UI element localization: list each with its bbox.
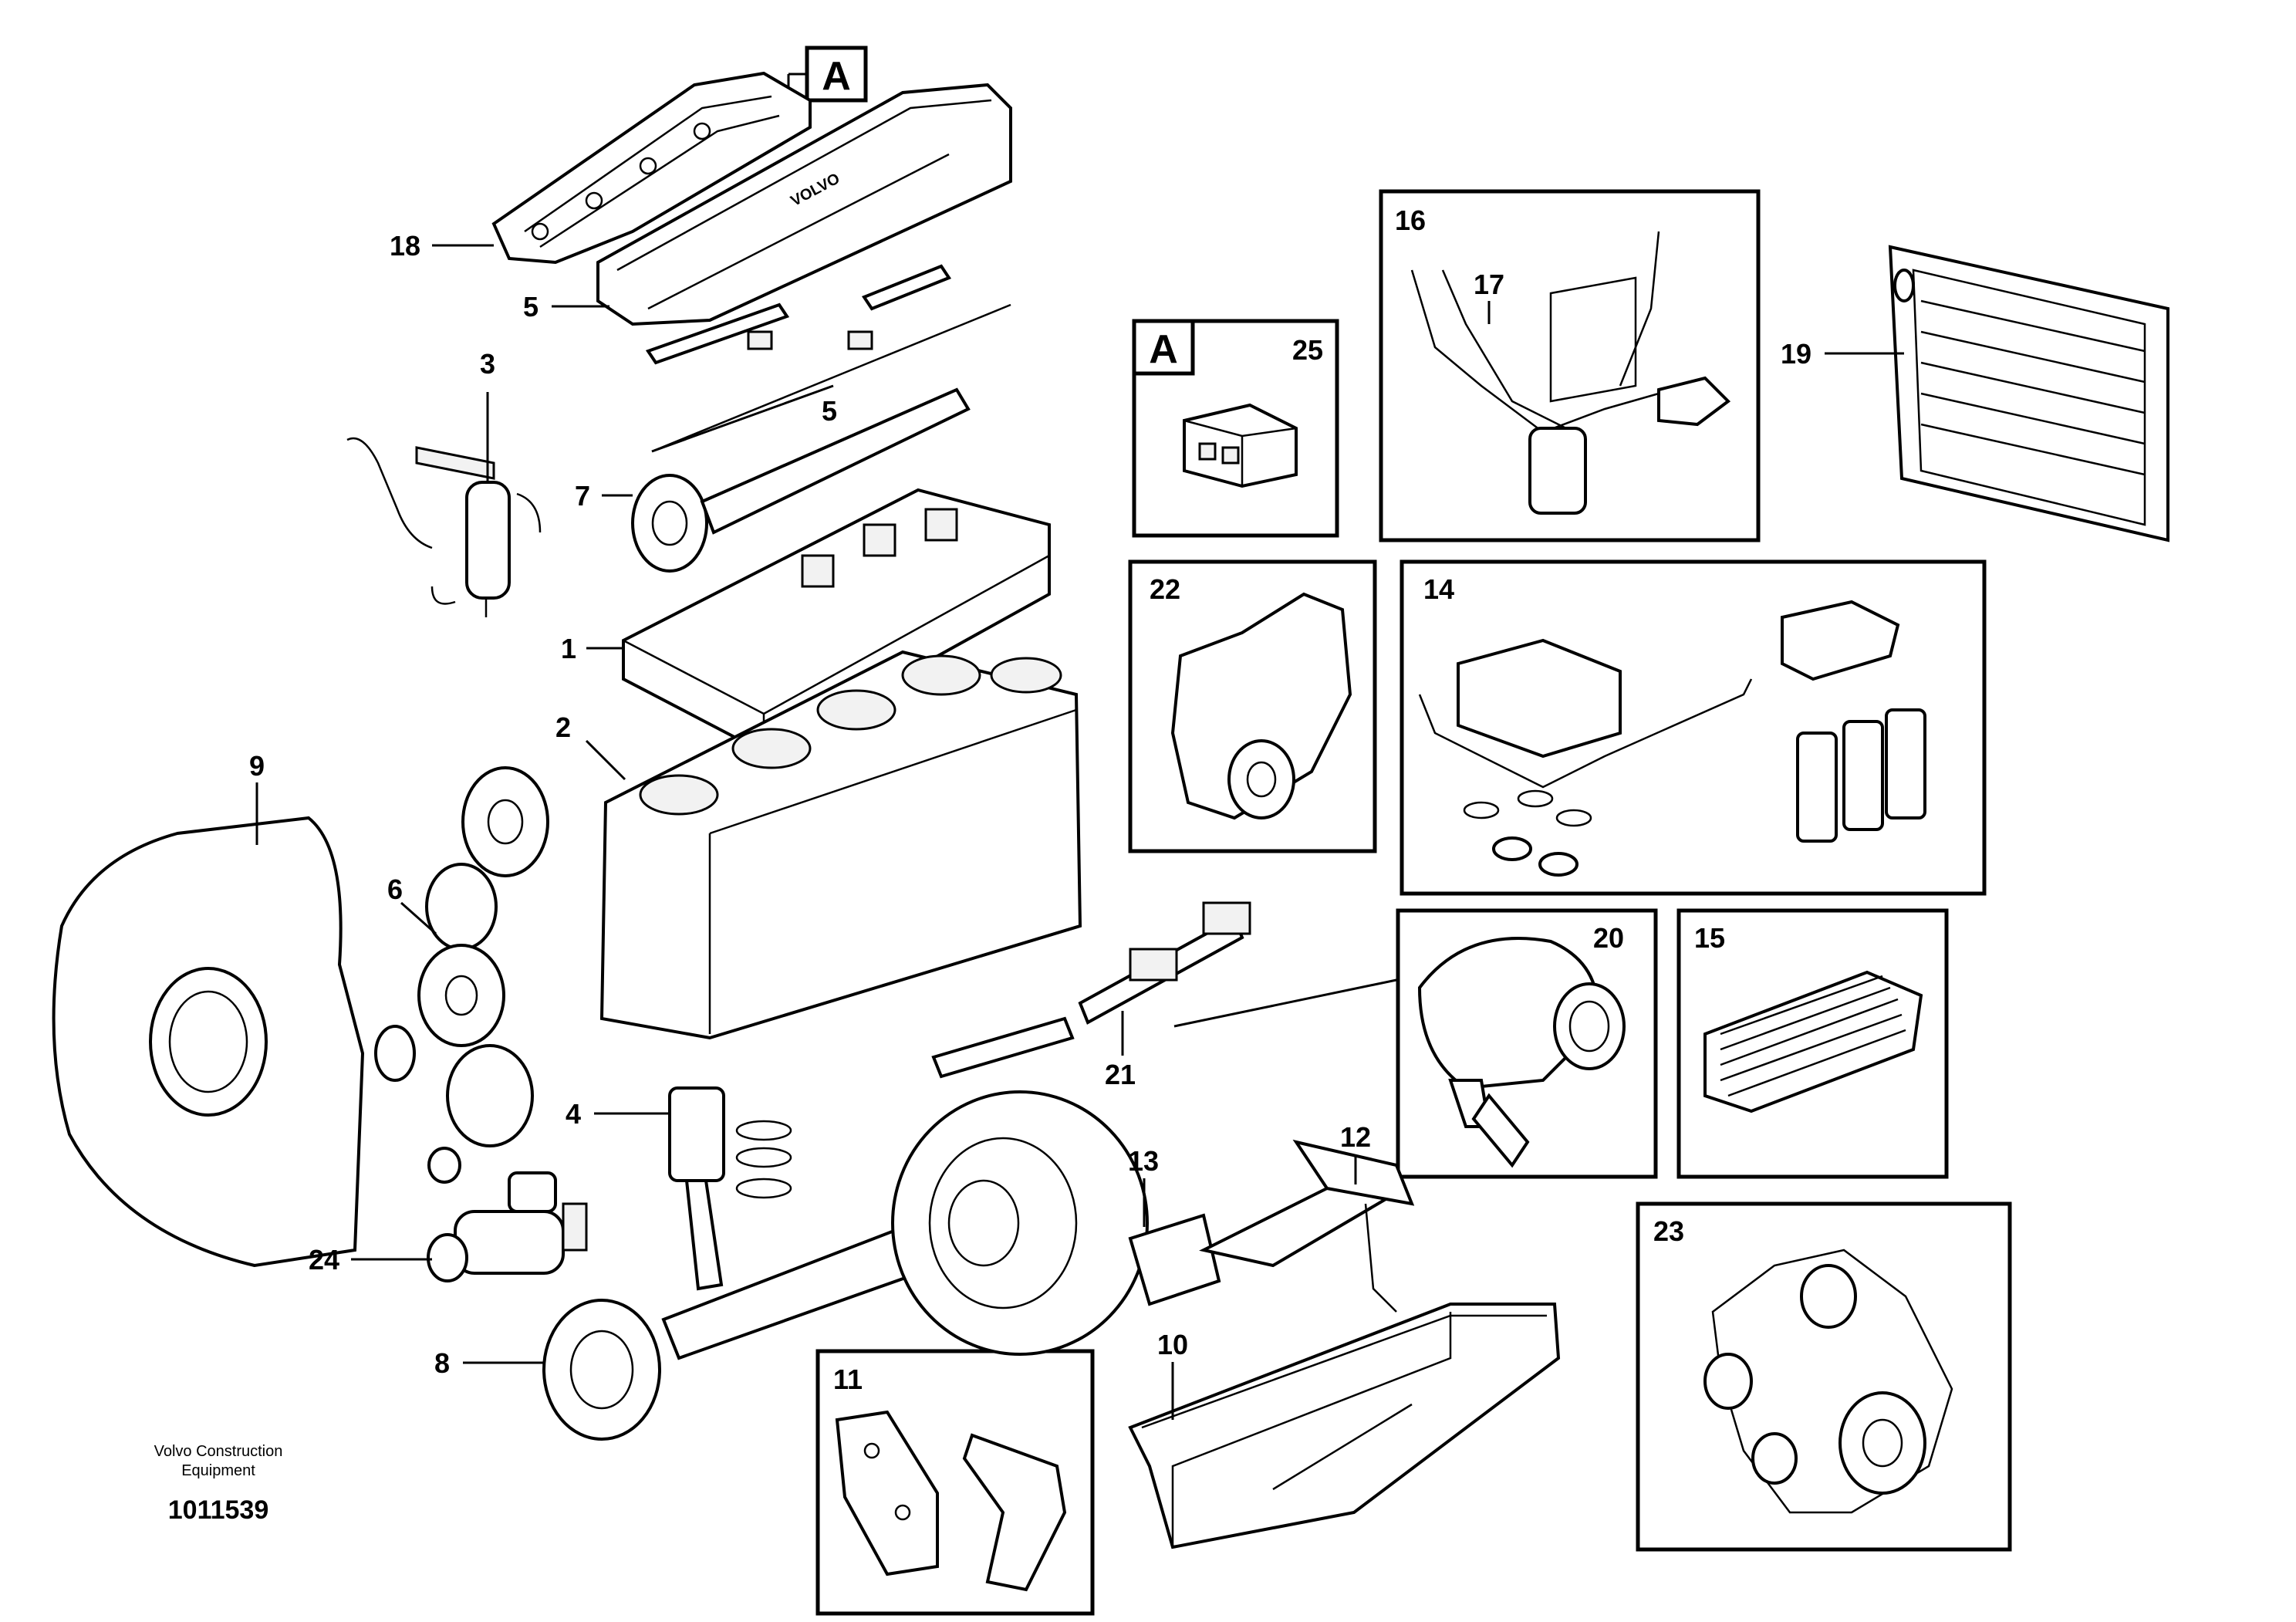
- inset-frame-20: [1396, 908, 1658, 1179]
- timing-gears-drawing: [374, 766, 549, 1184]
- label-4: 4: [566, 1098, 581, 1130]
- label-15: 15: [1694, 922, 1725, 954]
- reference-marker-top: A: [805, 46, 868, 103]
- label-20: 20: [1593, 922, 1624, 954]
- label-7: 7: [575, 480, 590, 512]
- svg-text:A: A: [822, 54, 851, 99]
- inset-frame-22: [1128, 559, 1377, 853]
- flywheel-drawing: [891, 1090, 1149, 1356]
- coolant-pump-drawing: [1170, 592, 1352, 820]
- inlet-manifold-drawing: [491, 71, 812, 265]
- oil-pump-drawing: [1128, 1139, 1415, 1313]
- flywheel-housing-drawing: [52, 816, 365, 1268]
- control-unit-drawing: [1183, 403, 1298, 488]
- starter-motor-drawing: [427, 1171, 588, 1282]
- inset-frame-14: [1400, 559, 1987, 896]
- label-24: 24: [309, 1244, 339, 1276]
- inset-frame-11: [815, 1349, 1095, 1616]
- label-16: 16: [1395, 204, 1426, 236]
- cylinder-block-drawing: [599, 650, 1082, 1040]
- valve-cover-drawing: VOLVO: [596, 83, 1012, 326]
- inset-frame-23: [1636, 1201, 2012, 1552]
- crankcase-ventilation-drawing: [346, 437, 542, 617]
- radiator-drawing: [1888, 245, 2169, 542]
- label-10: 10: [1157, 1329, 1188, 1360]
- belt-drive-drawing: [1703, 1249, 1953, 1514]
- engine-bracket-drawing: [835, 1410, 1067, 1592]
- label-2: 2: [555, 711, 571, 743]
- label-3: 3: [480, 348, 495, 380]
- caption-line-1: Volvo Construction: [154, 1443, 283, 1460]
- inset-frame-25: [1132, 319, 1339, 538]
- label-14: 14: [1423, 573, 1454, 605]
- label-17: 17: [1474, 269, 1504, 300]
- label-18: 18: [390, 230, 420, 262]
- label-5-cover: 5: [523, 291, 539, 323]
- publisher-caption: Volvo Construction Equipment 1011539: [154, 1443, 283, 1525]
- svg-text:A: A: [1149, 327, 1178, 372]
- label-5-rockers: 5: [822, 395, 837, 427]
- oil-cooler-drawing: [1703, 970, 1923, 1113]
- camshaft-drawing: [631, 387, 971, 573]
- cylinder-head-drawing: [622, 488, 1051, 755]
- label-12: 12: [1340, 1121, 1371, 1153]
- label-13: 13: [1128, 1145, 1159, 1177]
- inset-frame-15: [1676, 908, 1949, 1179]
- oil-sump-drawing: [1128, 1303, 1561, 1549]
- oil-filter-housing-drawing: [1418, 600, 1926, 877]
- fuel-system-drawing: [1410, 231, 1731, 515]
- label-9: 9: [249, 750, 265, 782]
- label-6: 6: [387, 874, 403, 905]
- rocker-arms-drawing: [645, 264, 1011, 453]
- exhaust-manifold-drawing: [931, 901, 1251, 1079]
- inset-frame-16: [1379, 189, 1761, 542]
- caption-line-2: Equipment: [181, 1462, 255, 1479]
- label-22: 22: [1150, 573, 1180, 605]
- label-1: 1: [561, 633, 576, 664]
- label-21: 21: [1105, 1059, 1136, 1090]
- label-25: 25: [1292, 334, 1323, 366]
- reference-marker-inset: A: [1132, 319, 1195, 376]
- piston-drawing: [668, 1086, 792, 1291]
- label-19: 19: [1781, 338, 1811, 370]
- turbocharger-drawing: [1417, 937, 1626, 1168]
- label-11: 11: [833, 1363, 863, 1395]
- document-number: 1011539: [168, 1495, 269, 1525]
- label-8: 8: [434, 1347, 450, 1379]
- label-23: 23: [1653, 1215, 1684, 1247]
